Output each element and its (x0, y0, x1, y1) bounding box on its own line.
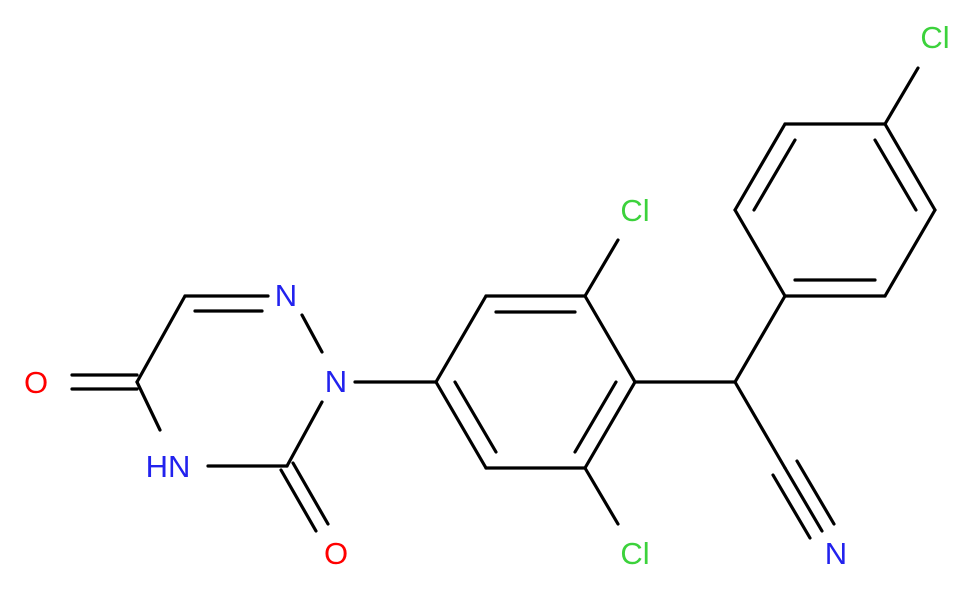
bond-q4-cl (883, 66, 920, 126)
bond-q5-q6 (733, 122, 787, 212)
bond-cn-triple-a (783, 466, 824, 533)
bond-p6-p1-inner (453, 380, 498, 454)
bond-cn-triple-c (795, 459, 836, 526)
atom-n-nitrile: N (825, 536, 847, 571)
bond-p1-p2 (434, 294, 488, 384)
atom-cl-lower: Cl (620, 536, 649, 571)
bond-n4-c5 (135, 380, 162, 432)
bond-p4-p5-inner (573, 380, 618, 454)
atom-nh-ring: HN (146, 449, 191, 484)
bond-ch-q1 (733, 294, 787, 384)
bond-p6-p1 (434, 380, 488, 470)
atom-o-bottom: O (324, 536, 348, 571)
bond-n2-c3 (285, 400, 324, 468)
bond-q2-q3 (883, 208, 937, 298)
bond-c3-o (279, 468, 318, 533)
bond-n1-n2 (300, 313, 324, 354)
bond-c3-o-double (291, 461, 330, 526)
bond-ch-cn (733, 380, 787, 470)
bond-p3-cl (583, 238, 620, 298)
atom-n-ring-top: N (275, 278, 297, 313)
bond-q3-q4-inner (873, 138, 918, 212)
atom-o-left: O (24, 365, 48, 400)
bond-c6-c5 (135, 294, 187, 384)
bond-q6-q1 (733, 208, 787, 298)
bond-q5-q6-inner (752, 138, 797, 212)
bond-p4-p5 (583, 380, 637, 470)
bond-cn-triple-b (771, 473, 812, 540)
bond-q3-q4 (883, 122, 937, 212)
bond-p5-cl (583, 466, 620, 526)
atom-cl-top: Cl (920, 20, 949, 55)
atom-n-ring-mid: N (325, 364, 347, 399)
atom-cl-upper: Cl (620, 193, 649, 228)
bond-p3-p4 (583, 294, 637, 384)
